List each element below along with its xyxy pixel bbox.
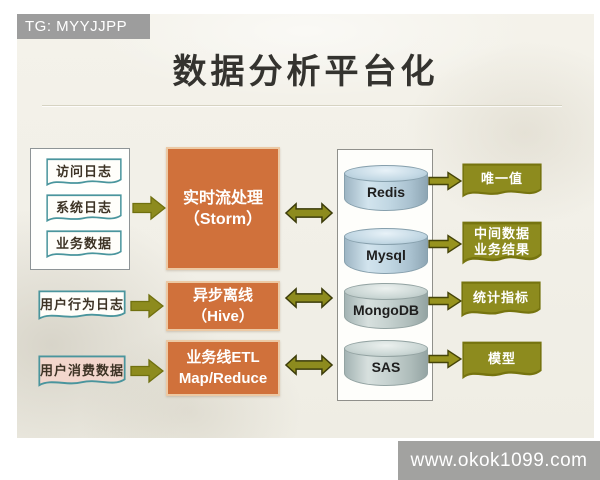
output-line: 中间数据 [473, 225, 530, 241]
log-sources-group: 访问日志 系统日志 业务数据 [30, 148, 130, 270]
db-cylinder-redis: Redis [344, 165, 428, 211]
doc-access-logs: 访问日志 [46, 158, 122, 189]
doc-intermediate-results: 中间数据 业务结果 [462, 221, 542, 269]
arrow-right-icon [130, 293, 164, 319]
arrow-right-icon [130, 358, 164, 384]
doc-business-data: 业务数据 [46, 230, 122, 261]
processor-hive: 异步离线 （Hive） [166, 281, 280, 331]
document-shape-icon [46, 230, 122, 259]
db-mongodb-label: MongoDB [352, 302, 420, 318]
doc-user-consumption-data: 用户消费数据 [38, 355, 126, 390]
doc-statistical-indicators-label: 统计指标 [461, 281, 541, 314]
doc-model-label: 模型 [462, 341, 542, 376]
doc-user-behavior-logs-label: 用户行为日志 [39, 296, 124, 312]
doc-statistical-indicators: 统计指标 [461, 281, 541, 321]
doc-user-behavior-logs: 用户行为日志 [38, 290, 126, 323]
processor-hive-line2: （Hive） [192, 308, 254, 325]
arrow-right-icon [428, 171, 462, 191]
tg-banner: TG: MYYJJPP [17, 14, 150, 39]
doc-model: 模型 [462, 341, 542, 383]
processor-etl-line1: 业务线ETL [186, 349, 260, 366]
output-line: 唯一值 [480, 170, 523, 186]
doc-intermediate-results-label: 中间数据 业务结果 [462, 221, 542, 262]
doc-access-logs-label: 访问日志 [55, 163, 112, 179]
slide-background: 数据分析平台化 访问日志 系统日志 业务数据 用户行为日志 用户消费数据 [17, 14, 594, 438]
watermark-banner: www.okok1099.com [398, 441, 600, 480]
doc-unique-value: 唯一值 [462, 163, 542, 201]
db-sas-label: SAS [371, 359, 401, 375]
doc-system-logs-label: 系统日志 [55, 199, 112, 215]
doc-system-logs: 系统日志 [46, 194, 122, 225]
database-group: Redis Mysql MongoDB SAS [337, 149, 433, 401]
cylinder-top [344, 228, 428, 245]
processor-storm-line2: （Storm） [183, 210, 263, 228]
document-shape-icon [462, 221, 542, 265]
output-line: 统计指标 [472, 289, 529, 305]
db-cylinder-mongodb: MongoDB [344, 283, 428, 329]
double-arrow-icon [284, 201, 334, 225]
cylinder-top [344, 165, 428, 182]
document-shape-icon [462, 163, 542, 198]
document-shape-icon [46, 194, 122, 223]
arrow-right-icon [428, 291, 462, 311]
document-shape-icon [461, 281, 541, 318]
processor-etl-line2: Map/Reduce [178, 370, 268, 387]
page-title: 数据分析平台化 [172, 53, 439, 91]
arrow-right-icon [428, 349, 462, 369]
db-cylinder-sas: SAS [344, 340, 428, 386]
arrow-right-icon [132, 195, 166, 221]
doc-unique-value-label: 唯一值 [462, 163, 542, 194]
document-shape-icon [38, 290, 126, 320]
double-arrow-icon [284, 353, 334, 377]
document-shape-icon [462, 341, 542, 380]
title-divider [42, 105, 562, 106]
document-shape-icon [38, 355, 126, 387]
processor-etl: 业务线ETL Map/Reduce [166, 340, 280, 396]
double-arrow-icon [284, 286, 334, 310]
cylinder-top [344, 340, 428, 357]
cylinder-top [344, 283, 428, 300]
output-line: 业务结果 [473, 241, 530, 257]
db-redis-label: Redis [366, 184, 406, 200]
doc-user-consumption-data-label: 用户消费数据 [39, 362, 124, 378]
db-cylinder-mysql: Mysql [344, 228, 428, 274]
db-mysql-label: Mysql [366, 247, 406, 263]
output-line: 模型 [487, 350, 516, 366]
doc-business-data-label: 业务数据 [55, 235, 112, 251]
arrow-right-icon [428, 234, 462, 254]
processor-storm: 实时流处理 （Storm） [166, 147, 280, 270]
document-shape-icon [46, 158, 122, 187]
processor-hive-line1: 异步离线 [192, 287, 253, 304]
processor-storm-line1: 实时流处理 [182, 189, 263, 207]
